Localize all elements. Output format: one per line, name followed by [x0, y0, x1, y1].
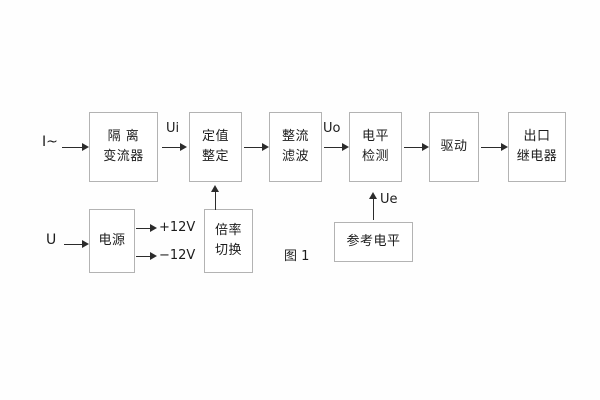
signal-ue-label: Ue: [380, 192, 398, 207]
block-rectifier-line-1: 整流: [281, 129, 309, 145]
block-reference-level[interactable]: 参考电平: [334, 222, 413, 262]
block-rectifier-filter[interactable]: 整流 滤波: [269, 112, 322, 182]
signal-uo-label: Uo: [323, 121, 341, 136]
block-isolation-line-1: 隔 离: [107, 129, 140, 145]
arrowhead-rail-positive: [150, 223, 157, 232]
block-rectifier-line-2: 滤波: [281, 149, 309, 164]
block-output-line-1: 出口: [523, 129, 551, 145]
connector-rail-negative: [136, 256, 154, 257]
block-multiplier-line-2: 切换: [214, 243, 242, 258]
block-multiplier-switch[interactable]: 倍率 切换: [204, 209, 253, 273]
connector-voltage-input: [64, 244, 86, 245]
arrowhead-isolation-to-setting: [180, 142, 187, 151]
arrowhead-multiplier-to-setting: [211, 185, 219, 192]
block-power-supply[interactable]: 电源: [89, 209, 135, 273]
connector-setting-to-rectifier: [244, 147, 266, 148]
connector-multiplier-to-setting: [215, 191, 216, 210]
block-level-line-2: 检测: [361, 149, 389, 164]
arrowhead-drive-to-output: [501, 142, 508, 151]
connector-rectifier-to-level: [324, 147, 346, 148]
connector-drive-to-output: [481, 147, 505, 148]
block-setting-line-1: 定值: [201, 129, 229, 145]
arrowhead-reference-to-level: [369, 192, 377, 199]
connector-isolation-to-setting: [162, 147, 184, 148]
block-isolation-transformer[interactable]: 隔 离 变流器: [89, 112, 158, 182]
block-output-line-2: 继电器: [516, 149, 558, 164]
block-level-detection[interactable]: 电平 检测: [349, 112, 402, 182]
block-drive[interactable]: 驱动: [429, 112, 479, 182]
rail-positive-label: +12V: [159, 220, 196, 235]
arrowhead-current-input: [82, 142, 89, 151]
rail-negative-label: −12V: [159, 248, 196, 263]
voltage-input-label: U: [46, 232, 57, 248]
current-input-label: I~: [42, 134, 58, 150]
arrowhead-rectifier-to-level: [342, 142, 349, 151]
block-power-line-1: 电源: [98, 233, 126, 249]
block-multiplier-line-1: 倍率: [214, 223, 242, 239]
block-setting-line-2: 整定: [201, 149, 229, 164]
block-reference-line-1: 参考电平: [346, 234, 401, 250]
block-setting-adjust[interactable]: 定值 整定: [189, 112, 242, 182]
arrowhead-voltage-input: [82, 239, 89, 248]
connector-current-input: [62, 147, 86, 148]
connector-rail-positive: [136, 228, 154, 229]
signal-ui-label: Ui: [166, 121, 180, 136]
figure-caption: 图 1: [284, 249, 310, 264]
connector-level-to-drive: [404, 147, 426, 148]
block-drive-line-1: 驱动: [440, 139, 468, 155]
arrowhead-setting-to-rectifier: [262, 142, 269, 151]
block-output-relay[interactable]: 出口 继电器: [508, 112, 566, 182]
connector-reference-to-level: [373, 198, 374, 220]
block-level-line-1: 电平: [361, 129, 389, 145]
arrowhead-rail-negative: [150, 251, 157, 260]
arrowhead-level-to-drive: [422, 142, 429, 151]
block-isolation-line-2: 变流器: [103, 149, 144, 164]
